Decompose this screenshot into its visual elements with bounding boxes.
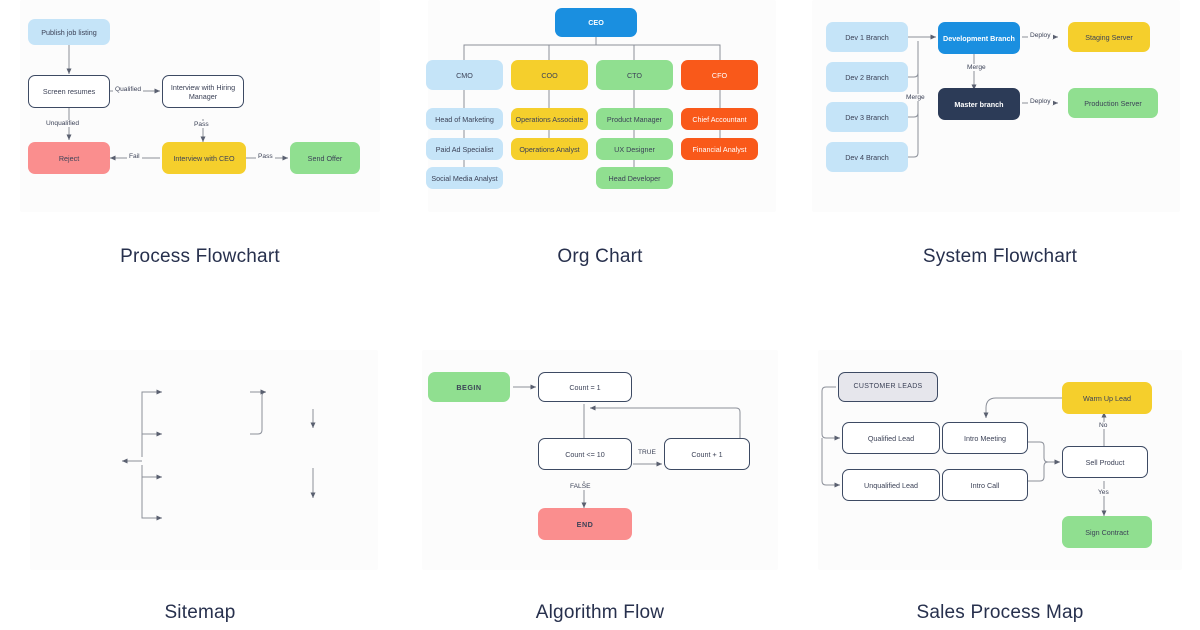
node-staging-server[interactable]: Staging Server (1068, 22, 1150, 52)
caption-sales-process-map: Sales Process Map (916, 602, 1084, 623)
node-interview-ceo[interactable]: Interview with CEO (162, 142, 246, 174)
edge-label-deploy-staging: Deploy (1028, 32, 1053, 39)
node-warm-up-lead[interactable]: Warm Up Lead (1062, 382, 1152, 414)
edge-label-yes: Yes (1096, 489, 1111, 496)
diagram-card-process-flowchart[interactable]: Publish job listing Screen resumes Inter… (0, 0, 400, 280)
edge-label-deploy-prod: Deploy (1028, 98, 1053, 105)
diagram-card-org-chart[interactable]: CEO CMO COO CTO CFO Head of Marketing Pa… (400, 0, 800, 280)
node-reject[interactable]: Reject (28, 142, 110, 174)
node-social-media-analyst[interactable]: Social Media Analyst (426, 167, 503, 189)
edge-label-no: No (1097, 422, 1110, 429)
connector-layer (463, 37, 721, 167)
node-dev-2-branch[interactable]: Dev 2 Branch (826, 62, 908, 92)
node-count-condition[interactable]: Count <= 10 (538, 438, 632, 470)
node-intro-call[interactable]: Intro Call (942, 469, 1028, 501)
edge-label-false: FALSE (568, 483, 593, 490)
node-dev-4-branch[interactable]: Dev 4 Branch (826, 142, 908, 172)
edge-label-true: TRUE (636, 449, 658, 456)
node-count-increment[interactable]: Count + 1 (664, 438, 750, 470)
edge-label-fail: Fail (127, 153, 142, 160)
diagram-card-algorithm-flow[interactable]: BEGIN Count = 1 Count <= 10 Count + 1 EN… (400, 350, 800, 630)
node-paid-ad-specialist[interactable]: Paid Ad Specialist (426, 138, 503, 160)
edge-label-merge-master: Merge (965, 64, 988, 71)
node-ux-designer[interactable]: UX Designer (596, 138, 673, 160)
node-financial-analyst[interactable]: Financial Analyst (681, 138, 758, 160)
node-chief-accountant[interactable]: Chief Accountant (681, 108, 758, 130)
node-unqualified-lead[interactable]: Unqualified Lead (842, 469, 940, 501)
connector-layer (122, 389, 316, 521)
node-dev-1-branch[interactable]: Dev 1 Branch (826, 22, 908, 52)
diagram-card-system-flowchart[interactable]: Dev 1 Branch Dev 2 Branch Dev 3 Branch D… (800, 0, 1200, 280)
edge-label-pass-1: Pass (192, 121, 211, 128)
caption-sitemap: Sitemap (164, 602, 236, 623)
node-cto[interactable]: CTO (596, 60, 673, 90)
node-sign-contract[interactable]: Sign Contract (1062, 516, 1152, 548)
node-cmo[interactable]: CMO (426, 60, 503, 90)
node-product-manager[interactable]: Product Manager (596, 108, 673, 130)
caption-system-flowchart: System Flowchart (922, 246, 1078, 267)
node-begin[interactable]: BEGIN (428, 372, 510, 402)
edge-label-merge-dev: Merge (904, 94, 927, 101)
node-cfo[interactable]: CFO (681, 60, 758, 90)
node-development-branch[interactable]: Development Branch (938, 22, 1020, 54)
edge-label-pass-2: Pass (256, 153, 275, 160)
edge-label-qualified: Qualified (113, 86, 144, 93)
caption-process-flowchart: Process Flowchart (120, 246, 280, 267)
node-qualified-lead[interactable]: Qualified Lead (842, 422, 940, 454)
node-publish[interactable]: Publish job listing (28, 19, 110, 45)
node-ceo[interactable]: CEO (555, 8, 637, 37)
node-operations-associate[interactable]: Operations Associate (511, 108, 588, 130)
node-count-init[interactable]: Count = 1 (538, 372, 632, 402)
node-screen[interactable]: Screen resumes (28, 75, 110, 108)
node-head-developer[interactable]: Head Developer (596, 167, 673, 189)
node-end[interactable]: END (538, 508, 632, 540)
node-operations-analyst[interactable]: Operations Analyst (511, 138, 588, 160)
connector-layer (821, 386, 1107, 516)
node-master-branch[interactable]: Master branch (938, 88, 1020, 120)
diagram-card-sales-process-map[interactable]: CUSTOMER LEADS Qualified Lead Unqualifie… (800, 350, 1200, 630)
node-customer-leads[interactable]: CUSTOMER LEADS (838, 372, 938, 402)
node-production-server[interactable]: Production Server (1068, 88, 1158, 118)
node-intro-meeting[interactable]: Intro Meeting (942, 422, 1028, 454)
diagram-canvas (30, 350, 378, 570)
edge-label-unqualified: Unqualified (44, 120, 81, 127)
node-dev-3-branch[interactable]: Dev 3 Branch (826, 102, 908, 132)
node-head-of-marketing[interactable]: Head of Marketing (426, 108, 503, 130)
caption-algorithm-flow: Algorithm Flow (535, 602, 665, 623)
caption-org-chart: Org Chart (557, 246, 643, 267)
node-sell-product[interactable]: Sell Product (1062, 446, 1148, 478)
diagram-card-sitemap[interactable]: Home Page Sign In Sign Up About Us Conta… (0, 350, 400, 630)
node-send-offer[interactable]: Send Offer (290, 142, 360, 174)
node-coo[interactable]: COO (511, 60, 588, 90)
node-interview-hiring[interactable]: Interview with Hiring Manager (162, 75, 244, 108)
